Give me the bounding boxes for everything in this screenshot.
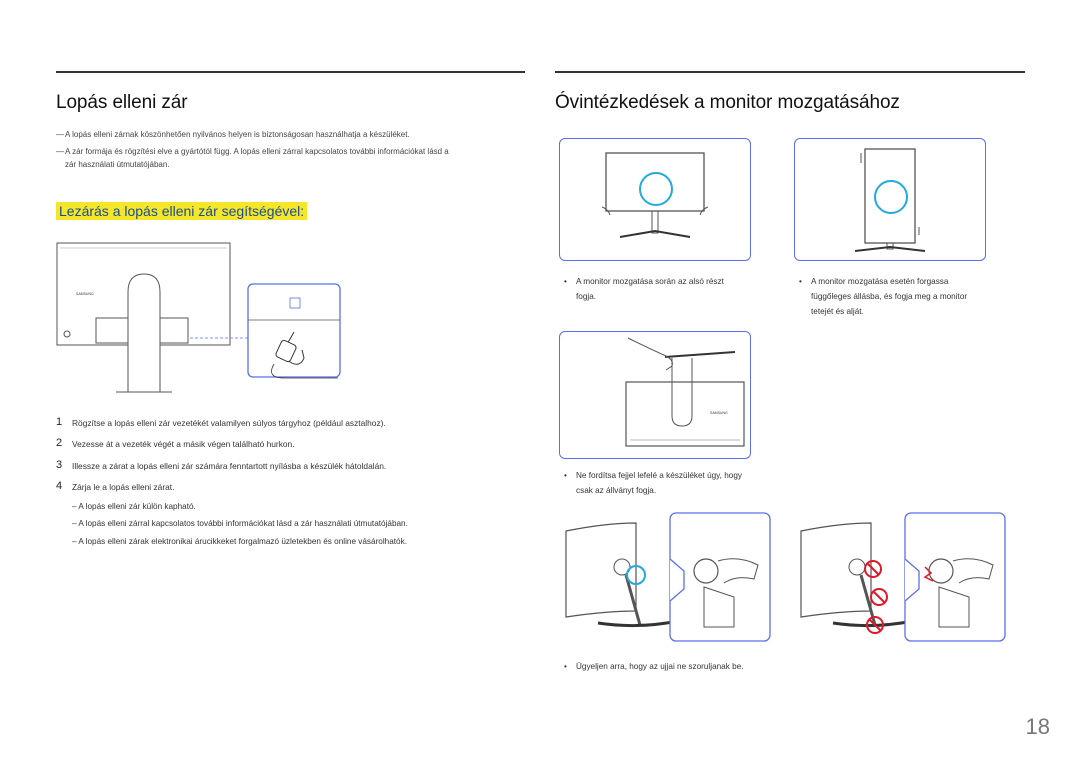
panel-hold-bottom [559, 138, 751, 261]
prohibited-icon [864, 560, 888, 634]
bullet-rotate-vertical: • A monitor mozgatása esetén forgassa fü… [799, 277, 968, 316]
ok-circle-icon [626, 565, 646, 585]
note-1: ― A lopás elleni zárnak köszönhetően nyi… [56, 129, 525, 142]
note-dash: ― [56, 147, 64, 156]
svg-text:SAMSUNG: SAMSUNG [710, 411, 728, 415]
note-dash: ― [56, 130, 64, 139]
section-title-moving-monitor: Óvintézkedések a monitor mozgatásához [555, 92, 900, 113]
ok-circle-icon [639, 172, 673, 206]
pinch-illustration-ok [558, 511, 772, 643]
panel-rotate-vertical [794, 138, 986, 261]
left-top-rule [56, 71, 525, 73]
monitor-back-illustration: SAMSUNG [56, 242, 346, 398]
brand-label: SAMSUNG [76, 292, 94, 296]
subitem-1: – A lopás elleni zár külön kapható. [72, 502, 196, 511]
note-2: ― A zár formája és rögzítési elve a gyár… [56, 147, 449, 169]
section-title-antitheft-lock: Lopás elleni zár [56, 92, 188, 113]
subitem-2: – A lopás elleni zárral kapcsolatos tová… [72, 519, 408, 528]
pinch-illustration-bad [793, 511, 1007, 643]
ok-circle-icon [874, 180, 908, 214]
right-top-rule [555, 71, 1025, 73]
bullet-hold-bottom: • A monitor mozgatása során az alsó rész… [564, 277, 724, 301]
bullet-not-upside-down: • Ne fordítsa fejjel lefelé a készüléket… [564, 471, 742, 495]
page-number: 18 [1025, 714, 1050, 739]
subitem-3: – A lopás elleni zárak elektronikai áruc… [72, 537, 407, 546]
panel-upside-down: SAMSUNG [559, 331, 751, 459]
subheading-lock-usage: Lezárás a lopás elleni zár segítségével: [56, 202, 308, 220]
bullet-fingers: • Ügyeljen arra, hogy az ujjai ne szorul… [564, 662, 744, 671]
